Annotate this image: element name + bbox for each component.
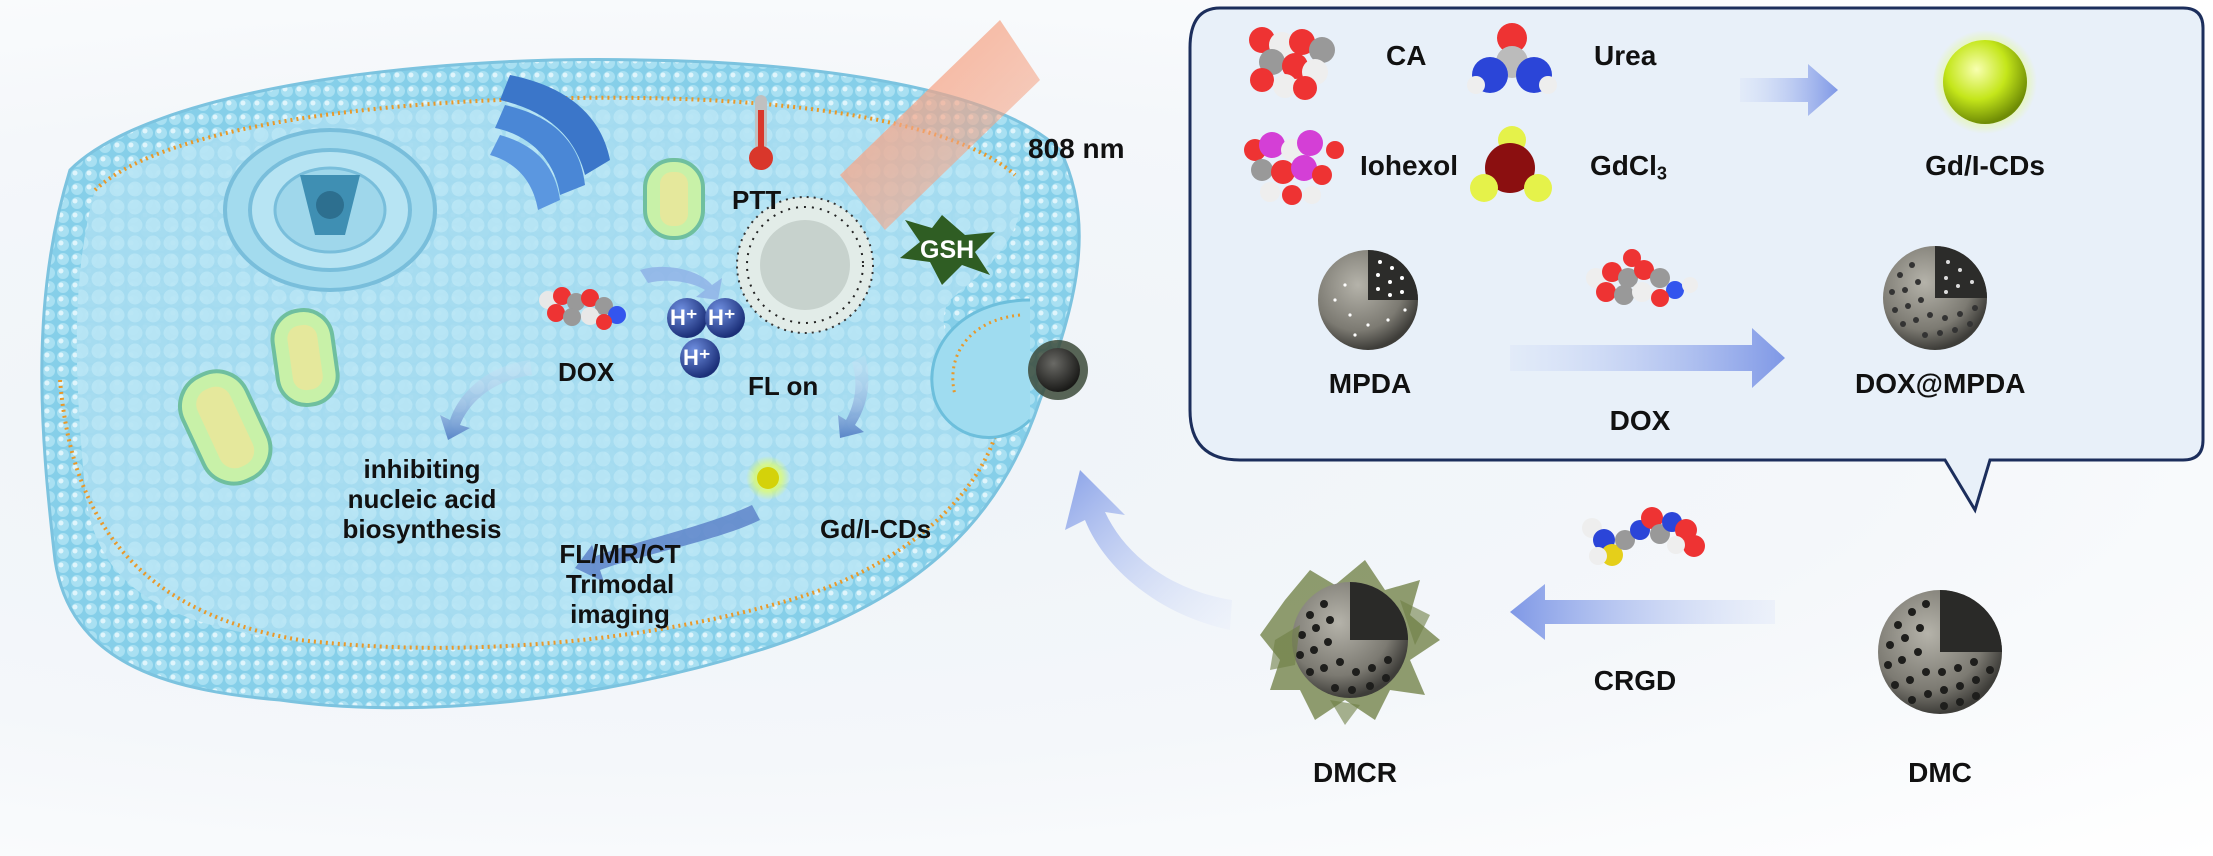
mpda-sphere (1318, 250, 1418, 350)
dox-mpda-sphere (1883, 246, 1987, 350)
dmcr-particle-cell (736, 196, 874, 334)
endocytosis-pocket (930, 298, 1032, 439)
dmcr-label: DMCR (1313, 757, 1397, 788)
mitochondria (178, 158, 705, 486)
synthesis-panel (1188, 6, 2205, 514)
urea-label: Urea (1594, 40, 1657, 71)
golgi-apparatus (490, 75, 610, 210)
gdi-cds-cell-label: Gd/I-CDs (820, 514, 932, 544)
gdcl3-molecule-icon (1470, 126, 1552, 202)
dox-molecule-icon (539, 287, 626, 330)
endoplasmic-reticulum (223, 128, 437, 292)
synthesis-arrow-cds (1740, 64, 1838, 116)
dox-panel-label: DOX (1609, 405, 1671, 436)
gdcl3-subscript: 3 (1656, 163, 1668, 184)
ca-label: CA (1386, 40, 1427, 71)
inhibiting-line: nucleic acid (347, 483, 497, 514)
dmcr-sphere (1260, 560, 1440, 725)
dmcr-particle-entering (1028, 340, 1088, 400)
loading-arrow (1510, 328, 1785, 388)
curved-arrow (575, 505, 760, 582)
thermometer-icon (749, 95, 773, 170)
crgd-molecule-icon (1582, 507, 1705, 566)
fl-on-label: FL on (748, 371, 819, 401)
urea-molecule-icon (1467, 23, 1557, 94)
iohexol-molecule-icon (1244, 130, 1344, 205)
curved-arrow (640, 266, 722, 300)
gsh-star-icon (900, 215, 995, 285)
laser-wavelength-label: 808 nm (1028, 133, 1125, 164)
imaging-line: imaging (570, 598, 670, 629)
proton-icon (680, 338, 720, 378)
gdcl3-base: GdCl (1590, 150, 1657, 181)
mpda-label: MPDA (1328, 368, 1412, 399)
gdi-cd-particle-cell (757, 467, 779, 489)
uptake-arrow (1065, 470, 1232, 630)
inhibiting-line: biosynthesis (342, 513, 502, 544)
inhibiting-line: inhibiting (363, 454, 481, 484)
trimodal-imaging-label: FL/MR/CT Trimodal imaging (540, 539, 700, 630)
dox-molecule-panel-icon (1586, 249, 1698, 307)
gdi-cds-sphere (1943, 40, 2027, 124)
gdcl3-label: GdCl3 (1590, 150, 1667, 184)
iohexol-label: Iohexol (1360, 150, 1459, 181)
imaging-line: FL/MR/CT (559, 539, 681, 569)
curved-arrow (440, 360, 532, 440)
imaging-line: Trimodal (565, 568, 675, 599)
ca-molecule-icon (1249, 27, 1335, 100)
dmc-label: DMC (1908, 757, 1972, 788)
proton-icon (705, 298, 745, 338)
proton-label: H⁺ (708, 305, 736, 330)
dox-cell-label: DOX (558, 357, 615, 387)
dmc-sphere (1878, 590, 2002, 714)
inhibiting-label: inhibiting nucleic acid biosynthesis (322, 454, 522, 545)
dox-mpda-label: DOX@MPDA (1855, 368, 2026, 399)
proton-label: H⁺ (683, 345, 711, 370)
gdi-cds-panel-label: Gd/I-CDs (1925, 150, 2045, 181)
ptt-label: PTT (732, 185, 782, 215)
conjugation-arrow (1510, 584, 1775, 640)
proton-icon (667, 298, 707, 338)
proton-label: H⁺ (670, 305, 698, 330)
curved-arrow (838, 355, 869, 438)
gsh-label: GSH (920, 236, 975, 264)
laser-beam (840, 20, 1040, 230)
crgd-label: CRGD (1593, 665, 1677, 696)
